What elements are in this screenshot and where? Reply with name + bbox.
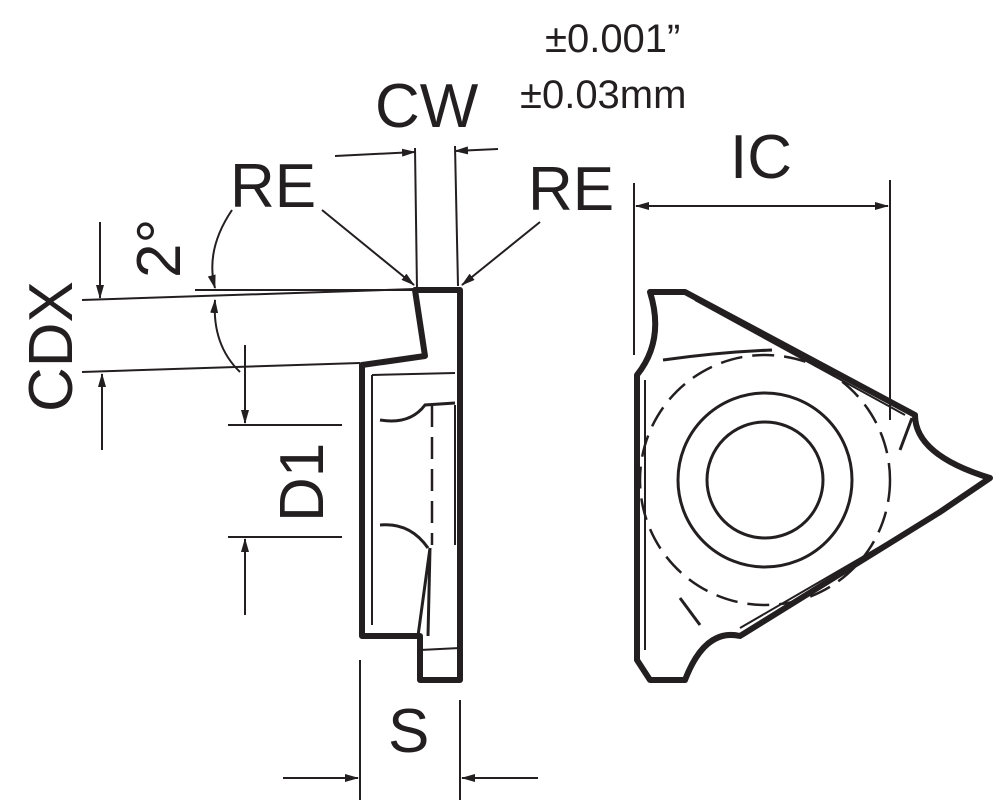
s-label: S xyxy=(388,697,429,766)
tolerance-mm-label: ±0.03mm xyxy=(520,73,686,117)
d1-label: D1 xyxy=(268,443,337,522)
ic-label: IC xyxy=(730,123,792,192)
re-right-label: RE xyxy=(528,155,614,224)
angle-label: 2° xyxy=(125,219,194,278)
cw-label: CW xyxy=(375,72,479,141)
angle-dimension xyxy=(195,209,415,373)
insert-side-view xyxy=(359,287,463,683)
re-left-label: RE xyxy=(230,152,316,221)
s-dimension xyxy=(283,660,538,800)
cdx-label: CDX xyxy=(17,281,86,412)
d1-dimension xyxy=(228,345,342,615)
re-right-leader xyxy=(461,221,541,286)
tolerance-inch-label: ±0.001” xyxy=(545,17,680,61)
insert-top-view xyxy=(634,289,993,683)
ic-dimension xyxy=(633,180,891,420)
re-left-leader xyxy=(321,209,415,286)
cw-dimension xyxy=(334,145,499,291)
